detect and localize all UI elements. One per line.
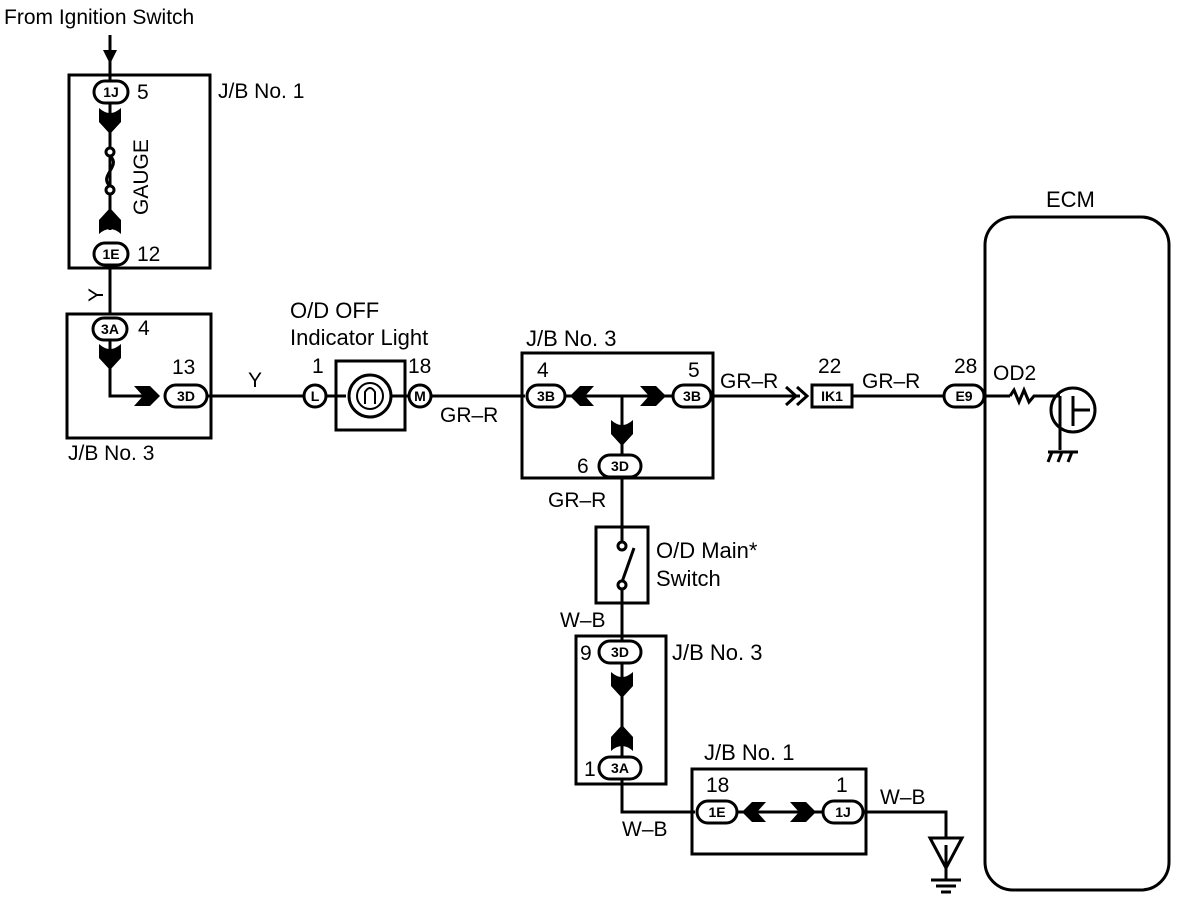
svg-text:L: L <box>311 388 320 404</box>
svg-text:M: M <box>414 388 426 404</box>
pin-18-bot: 18 <box>706 774 729 797</box>
pin-4-mid: 4 <box>537 359 549 382</box>
svg-text:1E: 1E <box>708 804 725 820</box>
pin-4-left: 4 <box>138 317 150 340</box>
pin-22: 22 <box>818 355 841 378</box>
switch-label: Switch <box>656 566 721 591</box>
switch-icon <box>616 527 636 603</box>
connector-3a-low: 3A <box>597 755 643 781</box>
connector-ik1: IK1 <box>810 383 854 409</box>
connector-e9: E9 <box>942 383 986 409</box>
indicator-light-label: Indicator Light <box>290 325 428 350</box>
ignition-label: From Ignition Switch <box>4 6 194 29</box>
pin-5: 5 <box>137 81 149 104</box>
ground-icon <box>927 836 965 894</box>
jb1-bottom-label: J/B No. 1 <box>704 740 794 765</box>
fuse-icon <box>105 154 115 188</box>
svg-text:E9: E9 <box>955 388 972 404</box>
jb3-mid-label: J/B No. 3 <box>526 326 616 351</box>
svg-text:3D: 3D <box>611 644 629 660</box>
wire-y-vertical: Y <box>85 288 108 302</box>
pin-28: 28 <box>954 355 977 378</box>
connector-1e-bot: 1E <box>695 799 739 825</box>
wire-wb-3: W–B <box>880 786 926 809</box>
jb3-left-label: J/B No. 3 <box>68 442 154 465</box>
wire-wb-1: W–B <box>560 609 606 632</box>
pin-5-mid: 5 <box>688 359 700 382</box>
pin-6: 6 <box>577 455 589 478</box>
pin-1-light: 1 <box>312 355 324 378</box>
wire-grr-3: GR–R <box>862 370 920 393</box>
svg-text:3A: 3A <box>101 321 119 337</box>
connector-m: M <box>407 383 433 409</box>
wire-wb-2: W–B <box>622 818 668 841</box>
svg-text:1J: 1J <box>835 804 851 820</box>
pin-13: 13 <box>172 356 195 379</box>
male-terminal-icon <box>790 802 816 822</box>
jb3-low-label: J/B No. 3 <box>672 640 762 665</box>
jb1-top-box <box>67 73 212 270</box>
pin-12: 12 <box>137 243 160 266</box>
svg-text:3B: 3B <box>683 388 701 404</box>
pin-1-bot: 1 <box>836 774 848 797</box>
ecm-label: ECM <box>1046 187 1095 212</box>
svg-text:1E: 1E <box>102 246 119 262</box>
ecm-ground-icon <box>1046 450 1078 463</box>
bulb-icon <box>347 373 393 419</box>
od-main-label: O/D Main* <box>656 538 758 563</box>
male-terminal-icon <box>134 386 160 406</box>
connector-3d-left: 3D <box>163 383 209 409</box>
connector-1j-bot: 1J <box>821 799 865 825</box>
jb1-top-label: J/B No. 1 <box>218 80 304 103</box>
connector-3d-low: 3D <box>597 639 643 665</box>
wire-grr-2: GR–R <box>720 370 778 393</box>
transistor-icon <box>1048 386 1097 450</box>
svg-text:IK1: IK1 <box>821 388 843 404</box>
wire-y-horizontal: Y <box>248 369 262 392</box>
splice-arrow-icon <box>784 385 810 407</box>
connector-3b-a: 3B <box>525 383 567 409</box>
connector-3a-left: 3A <box>91 316 129 342</box>
wire-od2: OD2 <box>993 362 1036 385</box>
connector-3d-mid: 3D <box>597 453 643 479</box>
jb3-left-box <box>65 312 213 440</box>
ecm-box <box>983 215 1171 892</box>
male-terminal-icon <box>640 386 666 406</box>
svg-text:3B: 3B <box>537 388 555 404</box>
pin-9: 9 <box>580 642 592 665</box>
wire-grr-1: GR–R <box>440 404 498 427</box>
svg-text:1J: 1J <box>103 84 119 100</box>
pin-1-low: 1 <box>584 758 596 781</box>
connector-3b-b: 3B <box>671 383 713 409</box>
svg-text:3D: 3D <box>611 458 629 474</box>
connector-1j-top: 1J <box>92 79 130 105</box>
wire-grr-4: GR–R <box>548 489 606 512</box>
ignition-arrow-icon <box>103 50 117 64</box>
svg-text:3D: 3D <box>177 388 195 404</box>
svg-text:3A: 3A <box>611 760 629 776</box>
connector-1e-top: 1E <box>92 241 130 267</box>
od-off-label: O/D OFF <box>290 298 379 323</box>
female-terminal-icon <box>570 386 594 406</box>
pin-18-light: 18 <box>408 355 431 378</box>
female-terminal-icon <box>742 802 766 822</box>
resistor-icon <box>1008 386 1048 406</box>
gauge-fuse-label: GAUGE <box>130 139 153 215</box>
connector-l: L <box>302 383 328 409</box>
male-terminal-icon <box>99 208 121 234</box>
